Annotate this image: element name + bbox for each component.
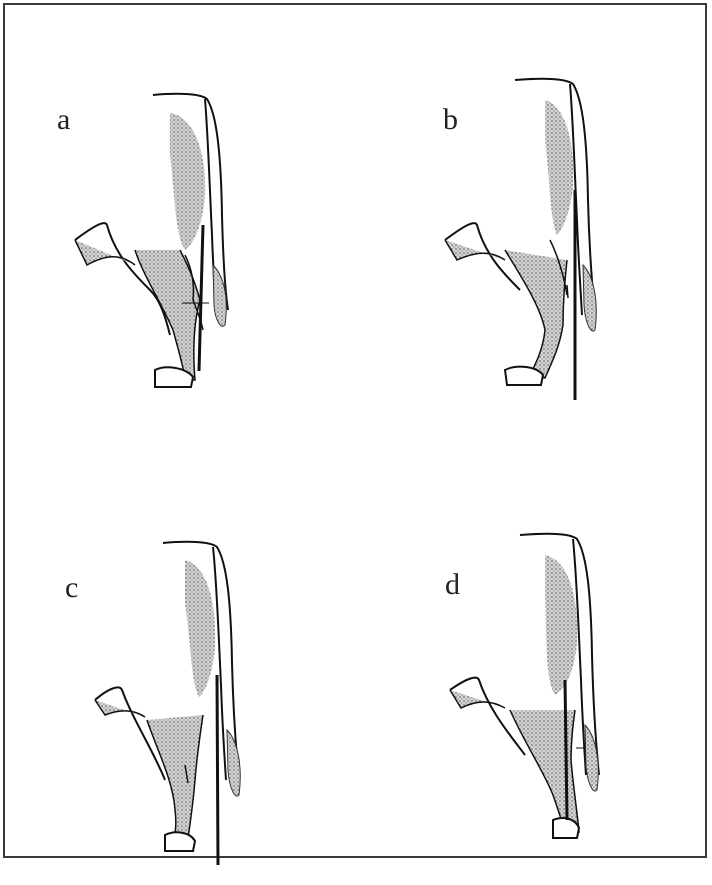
hind-leg-illustration-d [395,520,695,880]
figure-frame: a b [3,3,707,858]
panel-c: c [25,525,325,885]
panel-d: d [395,520,695,880]
hind-leg-illustration-c [25,525,325,885]
panel-b: b [395,60,695,420]
panel-a: a [25,75,325,435]
hind-leg-illustration-b [395,60,695,420]
hind-leg-illustration-a [25,75,325,435]
